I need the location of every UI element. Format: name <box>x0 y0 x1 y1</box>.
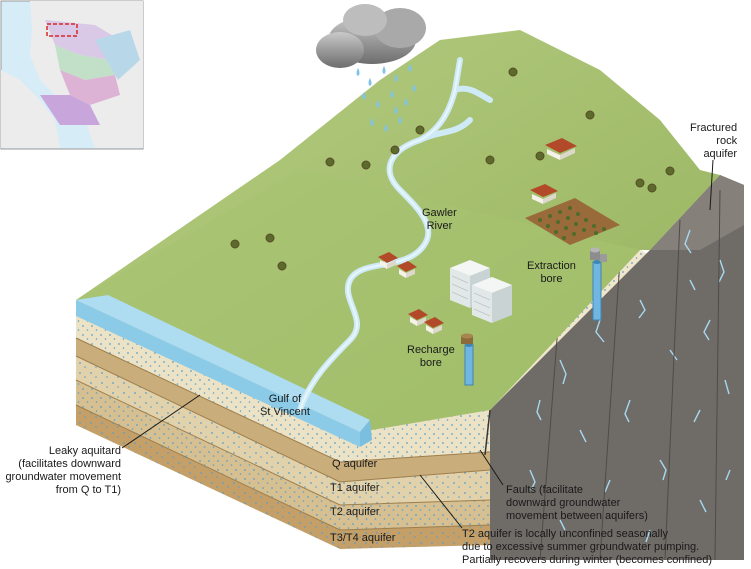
extraction-bore-label: Extraction bore <box>527 260 576 285</box>
faults-label: Faults (facilitate downward groundwater … <box>506 484 648 522</box>
houses <box>378 138 577 334</box>
rain-cloud-icon <box>316 4 426 132</box>
layer-aquitard <box>76 338 490 482</box>
location-inset-map <box>0 0 144 150</box>
leaky-aquitard-label: Leaky aquitard (facilitates downward gro… <box>5 445 121 496</box>
t2-aquifer-label: T2 aquifer <box>330 506 380 518</box>
gulf-label: Gulf of St Vincent <box>260 393 310 418</box>
recharge-bore-label: Recharge bore <box>407 344 455 369</box>
extraction-bore <box>590 247 607 321</box>
gulf-sea <box>76 295 372 447</box>
t1-aquifer-label: T1 aquifer <box>330 482 380 494</box>
crop-field <box>525 198 620 245</box>
recharge-bore <box>461 333 474 386</box>
city-buildings <box>450 260 512 323</box>
gawler-river-label: Gawler River <box>422 207 457 232</box>
fractured-rock-face <box>484 175 744 561</box>
t3t4-aquifer-label: T3/T4 aquifer <box>330 532 396 544</box>
t2-note-label: T2 aquifer is locally unconfined seasona… <box>462 528 713 566</box>
sediment-layers <box>75 300 491 549</box>
fractured-rock-label: Fractured rock aquifer <box>690 122 738 160</box>
leader-lines <box>121 159 714 529</box>
q-aquifer-label: Q aquifer <box>332 458 378 470</box>
trees <box>230 67 675 271</box>
